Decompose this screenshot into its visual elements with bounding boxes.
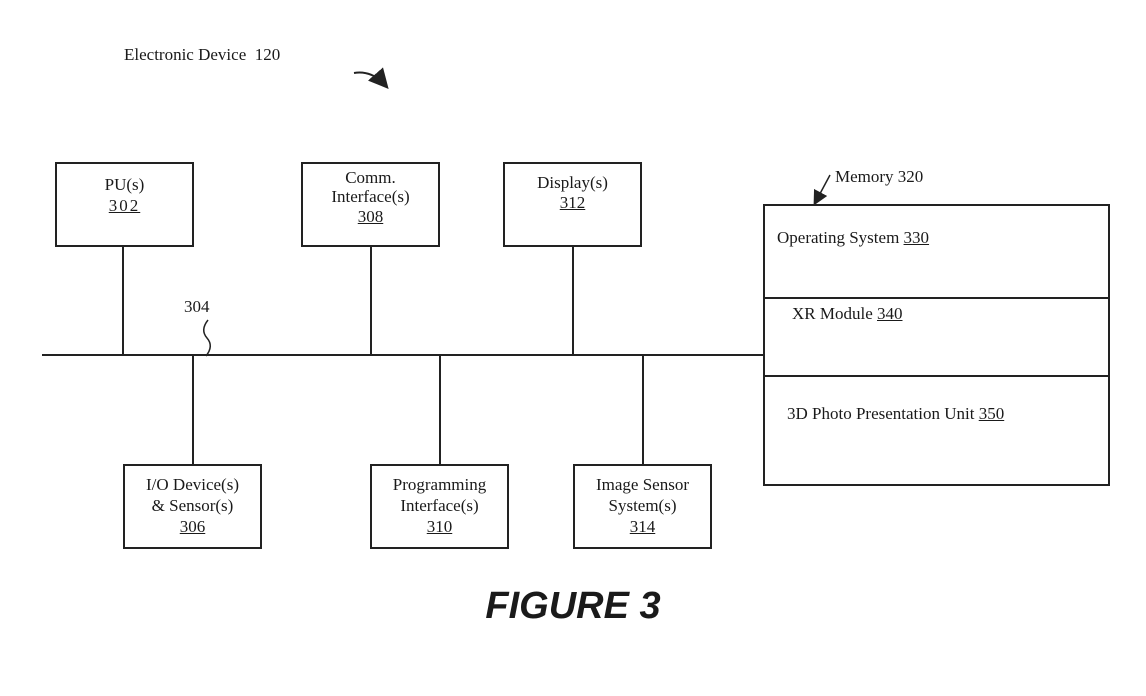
comm-ref: 308 bbox=[357, 207, 384, 226]
memory-label: Memory 320 bbox=[835, 167, 924, 186]
bus-ref-label: 304 bbox=[184, 297, 210, 316]
comm-label-line2: Interface(s) bbox=[331, 187, 410, 206]
bus-squiggle-icon bbox=[203, 319, 211, 357]
xr-label: XR Module 340 bbox=[792, 304, 903, 323]
comm-connector bbox=[370, 247, 372, 355]
display-connector bbox=[572, 247, 574, 355]
image-connector bbox=[642, 355, 644, 465]
prog-label-line2: Interface(s) bbox=[400, 496, 479, 515]
display-label: Display(s) bbox=[537, 173, 608, 192]
pu-box: PU(s) 302 bbox=[55, 162, 194, 247]
pu-connector bbox=[122, 247, 124, 355]
image-ref: 314 bbox=[629, 517, 656, 536]
comm-label-line1: Comm. bbox=[345, 168, 396, 187]
display-box: Display(s) 312 bbox=[503, 162, 642, 247]
device-title-name: Electronic Device bbox=[124, 45, 247, 64]
programming-interface-box: Programming Interface(s) 310 bbox=[370, 464, 509, 549]
figure-caption: FIGURE 3 bbox=[485, 585, 661, 627]
io-label-line2: & Sensor(s) bbox=[151, 496, 234, 515]
prog-connector bbox=[439, 355, 441, 465]
device-ref-arrow-icon bbox=[353, 67, 389, 90]
display-ref: 312 bbox=[559, 193, 586, 212]
prog-ref: 310 bbox=[426, 517, 453, 536]
io-connector bbox=[192, 355, 194, 465]
memory-row-xr: XR Module 340 bbox=[765, 299, 1108, 377]
pu-label: PU(s) bbox=[104, 175, 145, 194]
image-label-line2: System(s) bbox=[608, 496, 677, 515]
memory-row-os: Operating System 330 bbox=[765, 206, 1108, 299]
os-label: Operating System 330 bbox=[777, 228, 930, 247]
memory-box: Operating System 330 XR Module 340 3D Ph… bbox=[763, 204, 1110, 486]
comm-interface-box: Comm. Interface(s) 308 bbox=[301, 162, 440, 247]
io-devices-box: I/O Device(s) & Sensor(s) 306 bbox=[123, 464, 262, 549]
memory-row-3d-photo: 3D Photo Presentation Unit 350 bbox=[765, 377, 1108, 484]
device-title-ref: 120 bbox=[254, 45, 281, 64]
prog-label-line1: Programming bbox=[392, 475, 487, 494]
memory-ref-arrow-icon bbox=[813, 174, 831, 206]
io-label-line1: I/O Device(s) bbox=[146, 475, 239, 494]
3d-photo-label: 3D Photo Presentation Unit 350 bbox=[787, 404, 1005, 423]
pu-ref: 302 bbox=[108, 196, 141, 215]
device-title: Electronic Device 120 bbox=[124, 45, 280, 65]
image-label-line1: Image Sensor bbox=[595, 475, 689, 494]
image-sensor-box: Image Sensor System(s) 314 bbox=[573, 464, 712, 549]
bus-line bbox=[42, 354, 764, 356]
io-ref: 306 bbox=[179, 517, 206, 536]
